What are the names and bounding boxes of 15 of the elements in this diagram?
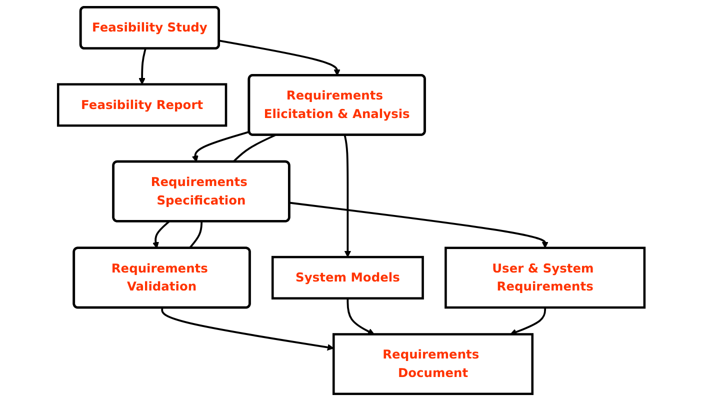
arrow: [218, 40, 340, 76]
arrow: [510, 308, 546, 336]
node-box: Requirements Document: [332, 333, 534, 396]
node-box: Feasibility Report: [56, 83, 227, 127]
arrow: [152, 220, 170, 249]
arrow: [344, 134, 351, 258]
node-box: User & System Requirements: [444, 246, 646, 309]
arrow: [289, 202, 548, 248]
connector: [188, 222, 202, 249]
arrow: [346, 298, 374, 335]
arrow: [160, 308, 334, 351]
arrow: [192, 130, 250, 162]
arrow: [138, 48, 146, 85]
connector: [232, 134, 276, 163]
node-box: System Models: [271, 256, 424, 300]
